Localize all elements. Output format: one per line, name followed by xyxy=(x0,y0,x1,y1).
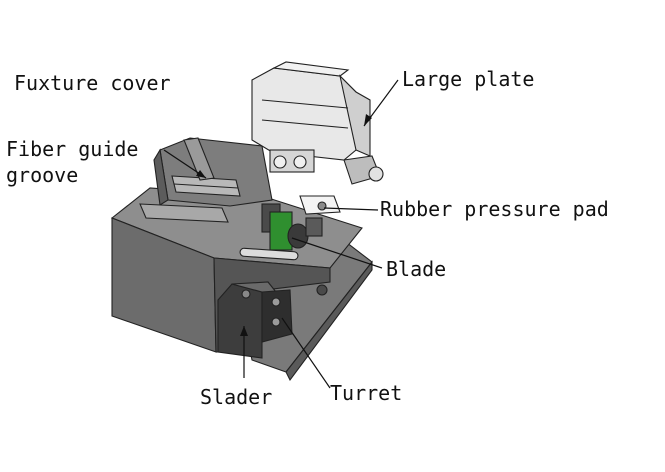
label-rubber-pad: Rubber pressure pad xyxy=(380,197,609,221)
leader-turret xyxy=(281,317,331,389)
label-fiber-guide-groove: groove xyxy=(6,163,78,187)
label-turret: Turret xyxy=(330,381,402,405)
large-plate xyxy=(251,67,357,161)
leader-lines xyxy=(163,79,399,389)
label-blade: Blade xyxy=(386,257,446,281)
fixture-cover xyxy=(159,137,273,207)
cleaver-illustration xyxy=(110,61,384,382)
label-large-plate: Large plate xyxy=(402,67,534,91)
label-fixture-cover: Fuxture cover xyxy=(14,71,171,95)
label-fiber-guide: Fiber guide xyxy=(6,137,138,161)
slider xyxy=(217,283,263,359)
leader-blade xyxy=(291,237,383,269)
blade-slot xyxy=(239,247,299,261)
leader-rubber-pad xyxy=(323,207,379,211)
label-slider: Slader xyxy=(200,385,272,409)
labels: Fuxture cover Large plate Fiber guide gr… xyxy=(6,67,609,409)
turret xyxy=(261,289,293,343)
